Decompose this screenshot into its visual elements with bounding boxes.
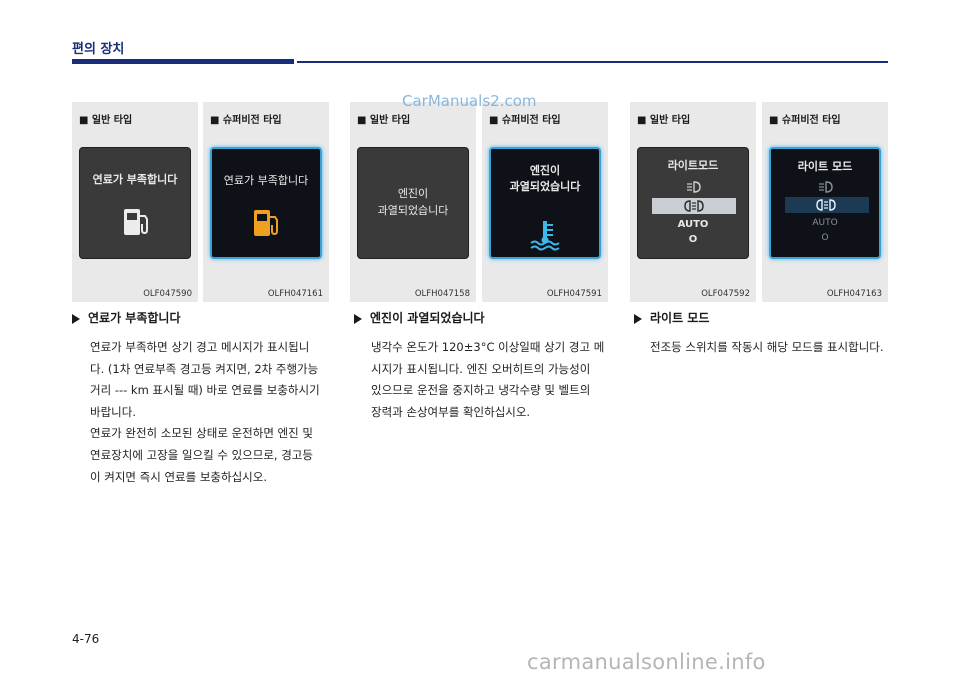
panel-head: ■ 슈퍼비전 타입: [210, 115, 282, 126]
triangle-bullet-icon: [634, 313, 642, 324]
panel-head: ■ 슈퍼비전 타입: [489, 115, 561, 126]
fuel-pump-icon: [124, 209, 148, 235]
panel-fuel-general: ■ 일반 타입 연료가 부족합니다 OLF047590: [72, 102, 198, 302]
body-line: 냉각수 온도가 120±3°C 이상일때 상기 경고 메: [371, 340, 605, 354]
watermark-bottom: carmanualsonline.info: [527, 650, 766, 674]
section-title-text: 엔진이 과열되었습니다: [370, 311, 485, 325]
body-line: 있으므로 운전을 중지하고 냉각수량 및 벨트의: [371, 383, 591, 398]
cluster-screen: 엔진이 과열되었습니다: [357, 147, 469, 259]
panel-head: ■ 일반 타입: [637, 115, 691, 126]
body-line: 바랍니다.: [90, 404, 136, 419]
cluster-screen: 라이트모드 AUTO O: [637, 147, 749, 259]
watermark-top: CarManuals2.com: [402, 92, 537, 110]
body-line: 장력과 손상여부를 확인하십시오.: [371, 404, 531, 419]
screen-message: 연료가 부족합니다: [223, 174, 309, 187]
cluster-screen: 연료가 부족합니다: [210, 147, 322, 259]
screen-message-line1: 엔진이: [529, 164, 561, 177]
coolant-temperature-icon: [530, 221, 560, 251]
panel-head: ■ 일반 타입: [79, 115, 133, 126]
header-rule-thin: [297, 61, 888, 63]
body-line: 시지가 표시됩니다. 엔진 오버히트의 가능성이: [371, 361, 591, 376]
triangle-bullet-icon: [354, 313, 362, 324]
screen-message: 라이트모드: [667, 159, 719, 172]
cluster-screen: 엔진이 과열되었습니다: [489, 147, 601, 259]
figure-code: OLFH047163: [826, 289, 882, 299]
off-mode-label: O: [821, 233, 829, 243]
screen-message: 라이트 모드: [797, 160, 853, 173]
body-line: 다. (1차 연료부족 경고등 켜지면, 2차 주행가능: [90, 361, 319, 376]
auto-mode-label: AUTO: [812, 218, 838, 228]
panel-lightmode-general: ■ 일반 타입 라이트모드 AUTO O OLF047592: [630, 102, 756, 302]
panel-lightmode-supervision: ■ 슈퍼비전 타입 라이트 모드 AUTO O OLFH047163: [762, 102, 888, 302]
headlight-icon: [816, 199, 836, 211]
auto-mode-label: AUTO: [677, 219, 709, 230]
section-title-text: 라이트 모드: [650, 311, 710, 325]
figure-code: OLFH047161: [267, 289, 323, 299]
off-mode-label: O: [688, 234, 698, 245]
parking-light-icon: [687, 181, 701, 193]
section-title-fuel: 연료가 부족합니다: [72, 309, 181, 326]
header-title: 편의 장치: [72, 42, 125, 57]
panel-head: ■ 슈퍼비전 타입: [769, 115, 841, 126]
panel-fuel-supervision: ■ 슈퍼비전 타입 연료가 부족합니다 OLFH047161: [203, 102, 329, 302]
figure-code: OLF047592: [701, 289, 750, 299]
panel-overheat-supervision: ■ 슈퍼비전 타입 엔진이 과열되었습니다 OLFH047591: [482, 102, 608, 302]
screen-message-line1: 엔진이: [397, 187, 429, 200]
section-title-lightmode: 라이트 모드: [634, 309, 709, 326]
body-line: 전조등 스위치를 작동시 해당 모드를 표시합니다.: [650, 340, 884, 354]
cluster-screen: 라이트 모드 AUTO O: [769, 147, 881, 259]
figure-code: OLFH047158: [414, 289, 470, 299]
header-rule-thick: [72, 59, 294, 64]
cluster-screen: 연료가 부족합니다: [79, 147, 191, 259]
parking-light-icon: [819, 181, 833, 193]
section-body-lightmode: 전조등 스위치를 작동시 해당 모드를 표시합니다.: [650, 337, 900, 359]
screen-message: 연료가 부족합니다: [92, 173, 178, 186]
body-line: 연료장치에 고장을 일으킬 수 있으므로, 경고등: [90, 447, 313, 462]
page-number: 4-76: [72, 632, 100, 646]
section-body-fuel: 연료가 부족하면 상기 경고 메시지가 표시됩니 다. (1차 연료부족 경고등…: [90, 337, 350, 488]
section-body-overheat: 냉각수 온도가 120±3°C 이상일때 상기 경고 메 시지가 표시됩니다. …: [371, 337, 631, 423]
body-line: 이 켜지면 즉시 연료를 보충하십시오.: [90, 469, 267, 484]
figure-code: OLFH047591: [546, 289, 602, 299]
screen-message-line2: 과열되었습니다: [377, 204, 449, 217]
panel-overheat-general: ■ 일반 타입 엔진이 과열되었습니다 OLFH047158: [350, 102, 476, 302]
body-line: 연료가 부족하면 상기 경고 메시지가 표시됩니: [90, 340, 310, 354]
screen-message-line2: 과열되었습니다: [509, 180, 581, 193]
body-line: 연료가 완전히 소모된 상태로 운전하면 엔진 및: [90, 426, 313, 441]
panel-head: ■ 일반 타입: [357, 115, 411, 126]
fuel-pump-icon: [254, 210, 278, 236]
section-title-text: 연료가 부족합니다: [88, 311, 181, 325]
body-line: 거리 --- km 표시될 때) 바로 연료를 보충하시기: [90, 383, 320, 398]
section-title-overheat: 엔진이 과열되었습니다: [354, 309, 485, 326]
figure-code: OLF047590: [143, 289, 192, 299]
headlight-icon: [684, 200, 704, 212]
triangle-bullet-icon: [72, 313, 80, 324]
